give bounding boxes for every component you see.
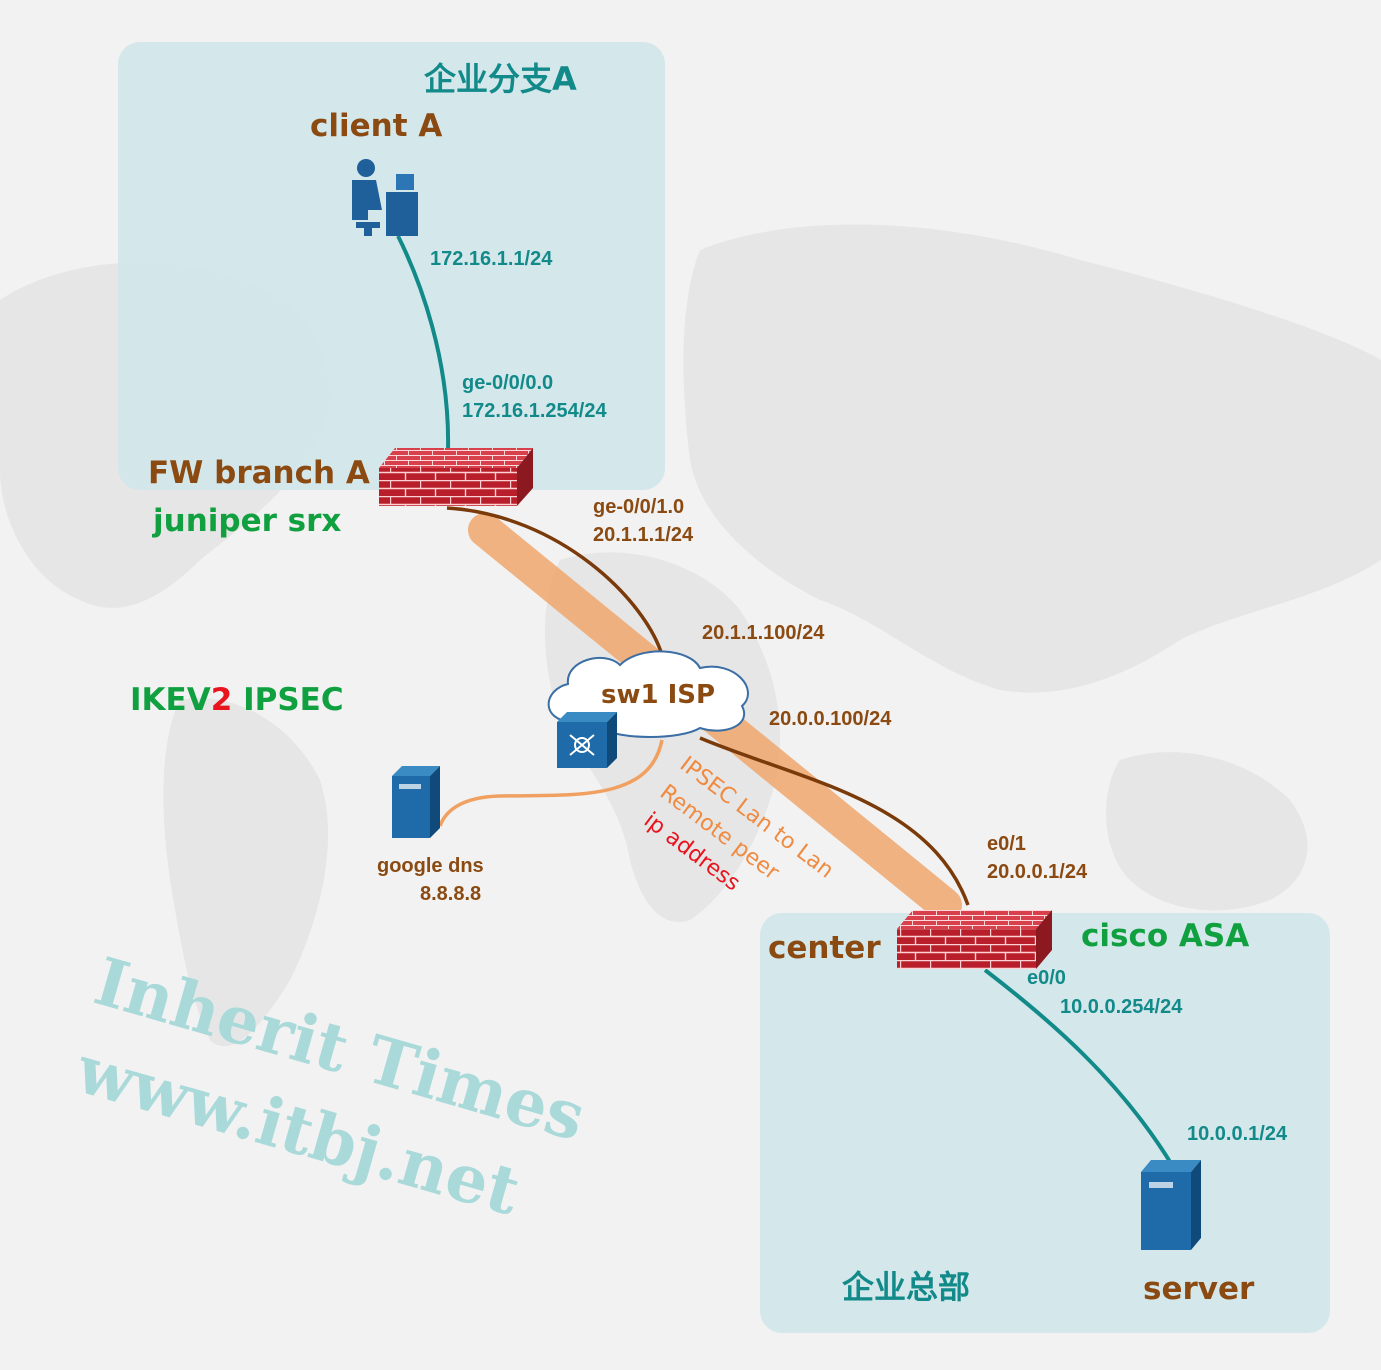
dns-ip: 8.8.8.8	[420, 883, 482, 905]
server-ip: 10.0.0.1/24	[1187, 1123, 1288, 1145]
link-client-fwbranch	[396, 235, 451, 451]
protocol-part2: 2	[210, 682, 233, 718]
link-isp-center	[699, 736, 970, 906]
protocol-label: IKEV2 IPSEC	[130, 682, 344, 718]
fw-center-inside-ip: 10.0.0.254/24	[1060, 996, 1183, 1018]
fw-center-outside-ip: 20.0.0.1/24	[987, 861, 1088, 883]
hq-zone-title: 企业总部	[842, 1268, 971, 1306]
link-center-server	[983, 968, 1174, 1167]
protocol-part3: IPSEC	[232, 682, 344, 718]
protocol-part1: IKEV	[130, 682, 211, 718]
fw-branch-outside-if: ge-0/0/1.0	[593, 496, 685, 518]
firewall-branch-icon	[379, 448, 533, 506]
branch-zone-title: 企业分支A	[424, 60, 577, 98]
fw-center-vendor: cisco ASA	[1081, 918, 1250, 954]
fw-center-inside-if: e0/0	[1027, 967, 1066, 989]
link-isp-dns	[438, 739, 664, 827]
dns-server-icon	[392, 766, 440, 838]
user-workstation-icon	[352, 159, 418, 236]
client-label: client A	[310, 108, 443, 144]
link-fwbranch-isp	[446, 506, 664, 656]
client-ip: 172.16.1.1/24	[430, 248, 553, 270]
fw-branch-vendor: juniper srx	[153, 503, 342, 539]
fw-center-label: center	[768, 930, 881, 966]
fw-branch-label: FW branch A	[148, 455, 370, 491]
branch-zone	[118, 42, 665, 490]
dns-label: google dns	[377, 855, 484, 877]
fw-branch-inside-ip: 172.16.1.254/24	[462, 400, 607, 422]
fw-branch-inside-if: ge-0/0/0.0	[462, 372, 554, 394]
isp-ip-a: 20.1.1.100/24	[702, 622, 825, 644]
server-label: server	[1143, 1271, 1255, 1307]
server-icon	[1141, 1160, 1201, 1250]
firewall-center-icon	[897, 910, 1052, 969]
isp-ip-b: 20.0.0.100/24	[769, 708, 892, 730]
fw-center-outside-if: e0/1	[987, 833, 1026, 855]
isp-label: sw1 ISP	[601, 680, 716, 710]
switch-icon	[557, 712, 617, 768]
fw-branch-outside-ip: 20.1.1.1/24	[593, 524, 694, 546]
